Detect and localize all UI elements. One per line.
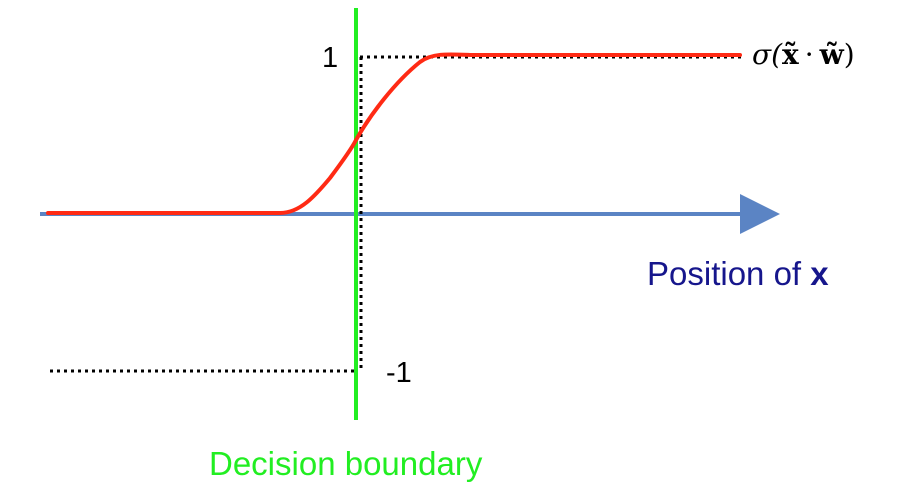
function-close: ) [844, 38, 855, 71]
function-dot: · [805, 38, 814, 71]
axis-label: Position of x [647, 255, 829, 292]
function-sigma: σ( [752, 38, 783, 71]
label-minus-one: -1 [386, 357, 412, 389]
sigmoid-curve [46, 52, 742, 215]
decision-boundary-label: Decision boundary [209, 445, 483, 482]
sigmoid-function-label: σ(x̃·w̃) [752, 38, 855, 71]
label-one: 1 [322, 42, 338, 74]
function-x: x̃ [782, 38, 799, 71]
axis-label-prefix: Position of [647, 255, 810, 292]
function-w: w̃ [819, 38, 845, 71]
axis-label-var: x [810, 255, 829, 292]
